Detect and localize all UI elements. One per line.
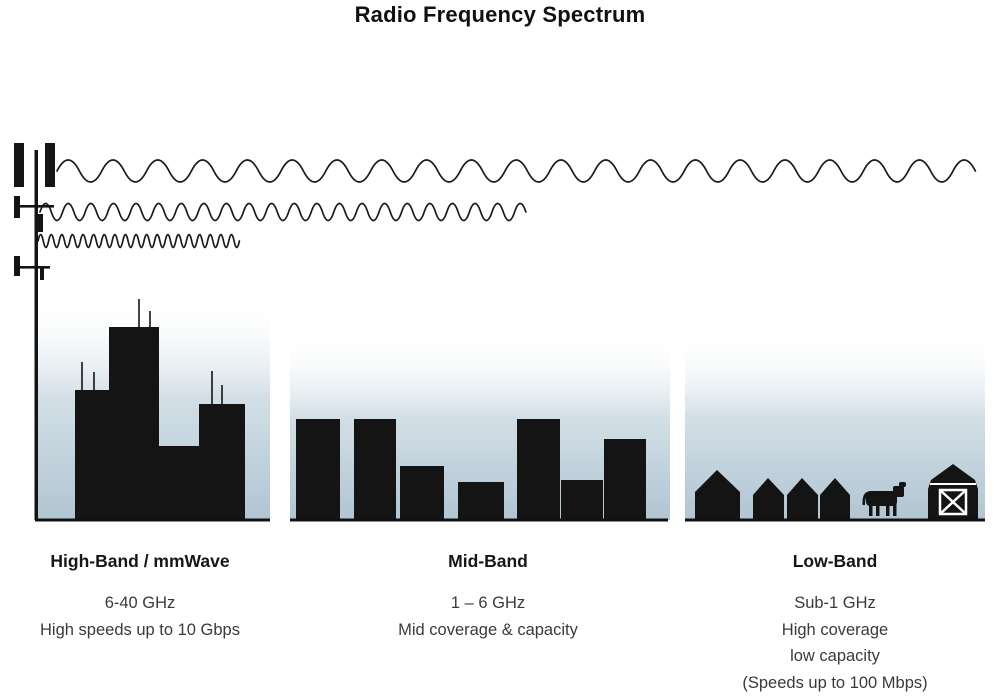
mid-rise-buildings-icon [296, 419, 646, 520]
high-band-heading: High-Band / mmWave [50, 551, 230, 571]
low-band-frequency: Sub-1 GHz [794, 594, 876, 612]
rural-houses-icon [695, 470, 850, 520]
high-band-label-group: High-Band / mmWave 6-40 GHz High speeds … [20, 551, 260, 643]
low-band-description-1: High coverage [781, 620, 889, 639]
low-band-description-2: low capacity [790, 647, 880, 665]
city-skyscrapers-icon [75, 299, 245, 520]
mid-band-medium-wave-icon [39, 202, 527, 222]
high-band-short-wave-icon [37, 233, 241, 249]
mid-band-frequency: 1 – 6 GHz [450, 594, 526, 612]
low-band-long-wave-icon [56, 159, 977, 183]
mid-band-description: Mid coverage & capacity [398, 620, 578, 639]
high-band-frequency: 6-40 GHz [104, 594, 176, 612]
page-title: Radio Frequency Spectrum [354, 2, 646, 27]
low-band-label-group: Low-Band Sub-1 GHz High coverage low cap… [700, 551, 970, 696]
barn-icon [928, 464, 978, 520]
high-band-description: High speeds up to 10 Gbps [40, 620, 240, 639]
cell-tower-icon [14, 143, 55, 520]
mid-band-label-group: Mid-Band 1 – 6 GHz Mid coverage & capaci… [338, 551, 638, 643]
low-band-heading: Low-Band [792, 551, 878, 571]
mid-band-heading: Mid-Band [448, 551, 528, 571]
low-band-description-3: (Speeds up to 100 Mbps) [742, 673, 928, 692]
cow-icon [862, 482, 906, 516]
